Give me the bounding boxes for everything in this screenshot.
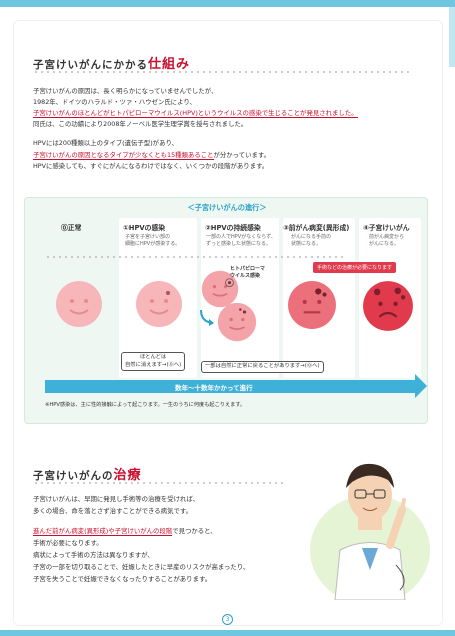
stage-description: がんになる手前の 状態になる。 <box>291 234 332 247</box>
panel-title: ＜子宮けいがんの進行＞ <box>187 203 267 212</box>
title-text: 子宮けいがんにかかる <box>33 59 148 71</box>
curve-arrow-icon <box>200 309 214 326</box>
progress-arrow-label: 数年〜十数年かかって進行 <box>175 384 253 392</box>
bottom-bar <box>0 630 455 636</box>
dotted-divider <box>33 482 283 484</box>
doctor-illustration <box>310 463 430 600</box>
stage-description: 前がん病変から がんになる。 <box>369 234 405 247</box>
paragraph-line: 子宮けいがんの原因となるタイプが少なくとも15種類あることが分かっています。 <box>33 150 270 160</box>
progress-arrowhead <box>415 374 427 398</box>
paragraph-line: 多くの場合、命を落とさず治すことができる病気です。 <box>33 507 192 515</box>
treatment-badge: 手術などの治療が必要になります <box>313 262 397 273</box>
normal-face-icon <box>56 281 102 327</box>
side-tab <box>449 7 455 67</box>
progression-panel: ＜子宮けいがんの進行＞ ⓪正常 ①HPVの感染 ②HPVの持続感染 ③前がん病変… <box>24 197 428 424</box>
stage-label: ③前がん病変(異形成) <box>283 224 350 232</box>
paragraph-line: 病状によって手術の方法は異なりますが、 <box>33 551 154 559</box>
paragraph-line: 子宮けいがんの原因は、長く明らかになっていませんでしたが、 <box>33 87 218 95</box>
persistent-face-icon-2 <box>217 302 257 342</box>
stage-description: 子宮を子宮けい部の 細胞にHPVが感染する。 <box>125 234 181 247</box>
paragraph-tail: が分かっています。 <box>213 151 271 159</box>
title-emphasis: 仕組み <box>148 57 191 72</box>
dotted-divider <box>33 71 413 73</box>
natural-clear-box: ほとんどは 自然に消えます→(⓪へ) <box>121 352 186 371</box>
dotted-guide <box>45 256 345 258</box>
virus-label: ヒトパピローマ ウイルス感染 <box>230 266 266 279</box>
highlight-text: 進んだ前がん病変(異形成)や子宮けいがんの段階 <box>33 527 173 536</box>
progress-arrow <box>45 380 417 393</box>
cancer-face-icon <box>363 281 413 331</box>
paragraph-line: 子宮けいがんは、早期に発見し手術等の治療を受ければ、 <box>33 495 200 503</box>
paragraph-line: 同氏は、この功績により2008年ノーベル医学生理学賞を授与されました。 <box>33 120 248 128</box>
stage-label: ②HPVの持続感染 <box>205 224 261 232</box>
paragraph-line: 子宮を失うことで妊娠できなくなったりすることがあります。 <box>33 575 212 583</box>
title-text: 子宮けいがんの <box>33 470 114 482</box>
panel-note: ※HPV感染は、主に性的接触によって起こります。一生のうちに何度も起こりえます。 <box>45 402 246 408</box>
highlight-text: 子宮けいがんのほとんどがヒトパピローマウイルス(HPV)というウイルスの感染で生… <box>33 109 358 118</box>
stage-label: ④子宮けいがん <box>363 224 410 232</box>
paragraph-line: 子宮けいがんのほとんどがヒトパピローマウイルス(HPV)というウイルスの感染で生… <box>33 108 358 118</box>
paragraph-line: 進んだ前がん病変(異形成)や子宮けいがんの段階で見つかると、 <box>33 526 217 536</box>
paragraph-line: 1982年、ドイツのハラルド・ツァ・ハウゼン氏により、 <box>33 98 196 106</box>
page-number: 3 <box>222 614 233 625</box>
paragraph-line: 子宮の一部を切り取ることで、妊娠したときに早産のリスクが高まったり、 <box>33 563 250 571</box>
infected-face-icon <box>136 281 182 327</box>
highlight-text: 子宮けいがんの原因となるタイプが少なくとも15種類あること <box>33 151 214 160</box>
stage-label: ⓪正常 <box>61 224 82 232</box>
paragraph-line: HPVには200種類以上のタイプ(遺伝子型)があり、 <box>33 139 178 147</box>
section-title-mechanism: 子宮けいがんにかかる仕組み <box>33 53 190 72</box>
paragraph-line: HPVに感染しても、すぐにがんになるわけではなく、いくつかの段階があります。 <box>33 162 269 170</box>
page-frame <box>13 20 443 626</box>
top-bar <box>0 0 455 7</box>
stage-label: ①HPVの感染 <box>123 224 166 232</box>
natural-recovery-box: 一部は自然に正常に戻ることがあります→(⓪へ) <box>201 361 324 373</box>
section-title-treatment: 子宮けいがんの治療 <box>33 464 142 483</box>
paragraph-line: 手術が必要になります。 <box>33 539 103 547</box>
paragraph-tail: で見つかると、 <box>172 527 217 535</box>
precancer-face-icon <box>288 281 336 329</box>
persistent-face-icon <box>201 270 239 308</box>
stage-description: 一部の人でHPVがなくならず、 ずっと感染した状態になる。 <box>206 234 276 247</box>
page-footer: 3 <box>0 614 455 625</box>
title-emphasis: 治療 <box>113 468 142 483</box>
